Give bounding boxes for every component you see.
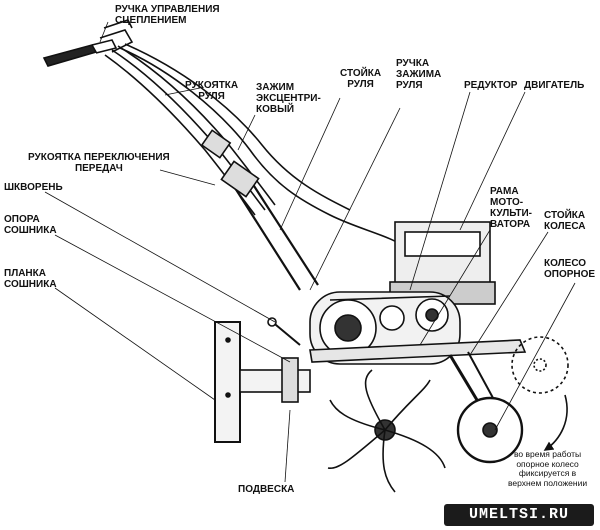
label-coulter-bar: ПЛАНКА СОШНИКА bbox=[4, 268, 57, 290]
label-line: КОЛЕСА bbox=[544, 221, 586, 232]
label-gear-shift-handle: РУКОЯТКА ПЕРЕКЛЮЧЕНИЯ ПЕРЕДАЧ bbox=[28, 152, 170, 174]
label-line: ВАТОРА bbox=[490, 219, 531, 230]
label-line: РАМА bbox=[490, 186, 519, 197]
label-wheel-stand: СТОЙКА КОЛЕСА bbox=[544, 210, 586, 232]
frame-and-wheel bbox=[309, 336, 569, 464]
label-line: КУЛЬТИ- bbox=[490, 208, 533, 219]
label-line: РУЧКА УПРАВЛЕНИЯ bbox=[115, 4, 220, 15]
label-line: РУКОЯТКА ПЕРЕКЛЮЧЕНИЯ bbox=[28, 152, 170, 163]
label-line: КОВЫЙ bbox=[256, 104, 295, 115]
label-line: РУЛЯ bbox=[396, 80, 423, 91]
label-line: ОПОРА bbox=[4, 214, 40, 225]
label-line: СОШНИКА bbox=[4, 279, 57, 290]
label-eccentric-clamp: ЗАЖИМ ЭКСЦЕНТРИ- КОВЫЙ bbox=[256, 82, 321, 115]
label-line: СТОЙКА bbox=[340, 68, 382, 79]
tiller-and-coulter bbox=[214, 317, 446, 493]
note-line: фиксируется в bbox=[518, 468, 577, 478]
label-line: СОШНИКА bbox=[4, 225, 57, 236]
note-line: опорное колесо bbox=[516, 458, 579, 469]
label-line: ЭКСЦЕНТРИ- bbox=[256, 93, 321, 104]
label-line: КОЛЕСО bbox=[544, 258, 587, 269]
label-engine: ДВИГАТЕЛЬ bbox=[524, 80, 585, 91]
label-coulter-support: ОПОРА СОШНИКА bbox=[4, 214, 57, 236]
label-kingpin: ШКВОРЕНЬ bbox=[4, 182, 63, 193]
watermark-logo: UMELTSI.RU bbox=[444, 504, 594, 526]
label-frame: РАМА МОТО- КУЛЬТИ- ВАТОРА bbox=[490, 186, 532, 230]
label-clutch-handle: РУЧКА УПРАВЛЕНИЯ СЦЕПЛЕНИЕМ bbox=[115, 4, 220, 26]
handlebar-assembly bbox=[42, 19, 411, 291]
label-line: ПЕРЕДАЧ bbox=[74, 163, 123, 174]
label-line: РУЛЯ bbox=[198, 91, 225, 102]
label-line: ОПОРНОЕ bbox=[544, 269, 596, 280]
label-handlebar-clamp-handle: РУЧКА ЗАЖИМА РУЛЯ bbox=[396, 58, 441, 91]
engine-gearbox bbox=[309, 221, 496, 365]
label-line: РУЧКА bbox=[396, 58, 430, 69]
label-line: РУЛЯ bbox=[347, 79, 374, 90]
leader-lines bbox=[44, 21, 576, 483]
label-line: МОТО- bbox=[490, 197, 524, 208]
note-line: верхнем положении bbox=[508, 477, 588, 488]
label-line: СЦЕПЛЕНИЕМ bbox=[115, 15, 187, 26]
label-handlebar-grip: РУКОЯТКА РУЛЯ bbox=[185, 80, 238, 102]
support-wheel-note: во время работы опорное колесо фиксирует… bbox=[508, 449, 588, 488]
note-line: во время работы bbox=[513, 449, 582, 459]
label-suspension: ПОДВЕСКА bbox=[238, 484, 295, 495]
label-line: РУКОЯТКА bbox=[185, 80, 239, 91]
label-line: СТОЙКА bbox=[544, 210, 586, 221]
label-gearbox: РЕДУКТОР bbox=[464, 80, 518, 91]
label-line: ПЛАНКА bbox=[4, 268, 46, 279]
label-line: ЗАЖИМ bbox=[256, 82, 295, 93]
label-support-wheel: КОЛЕСО ОПОРНОЕ bbox=[544, 258, 595, 280]
label-handlebar-stand: СТОЙКА РУЛЯ bbox=[340, 68, 381, 90]
label-line: ЗАЖИМА bbox=[396, 69, 442, 80]
